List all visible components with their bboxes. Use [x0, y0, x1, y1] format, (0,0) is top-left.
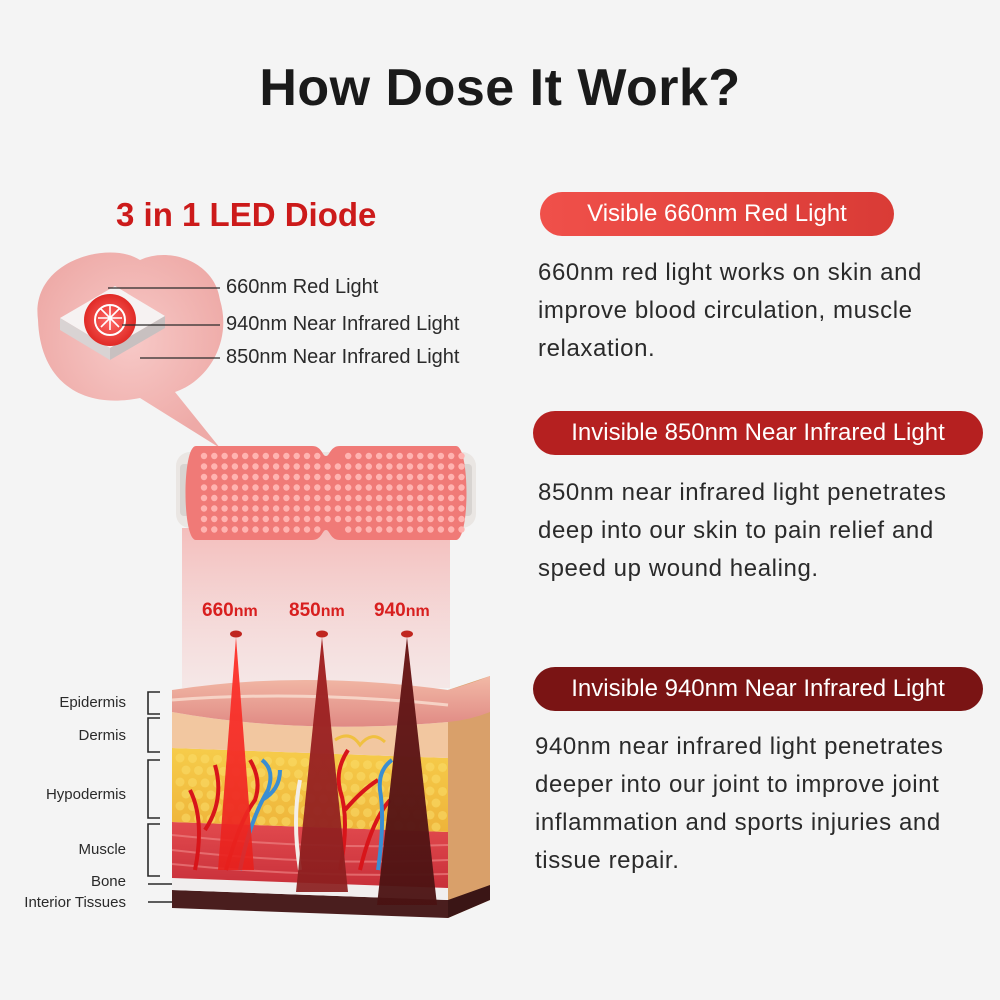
layer-label-dermis: Dermis [78, 727, 127, 744]
led-array [200, 452, 465, 533]
layer-label-muscle: Muscle [78, 841, 126, 858]
desc-660nm: 660nm red light works on skin and improv… [538, 259, 922, 362]
beam-label-850: 850nm [289, 600, 345, 621]
beam-660 [218, 637, 254, 870]
diode-label-660: 660nm Red Light [226, 276, 379, 298]
diode-subtitle: 3 in 1 LED Diode [116, 196, 377, 233]
beam-850 [296, 637, 348, 892]
layer-label-interior-tissues: Interior Tissues [24, 894, 126, 911]
pill-660nm: Visible 660nm Red Light [540, 192, 894, 236]
beam-label-660: 660nm [202, 600, 258, 621]
diode-bubble [37, 252, 224, 448]
beam-label-940: 940nm [374, 600, 430, 621]
layer-label-epidermis: Epidermis [59, 694, 126, 711]
pill-940nm: Invisible 940nm Near Infrared Light [533, 667, 983, 711]
emitter-850-icon [316, 630, 328, 638]
emitter-940-icon [401, 630, 413, 638]
beam-940 [377, 637, 437, 905]
layer-label-hypodermis: Hypodermis [45, 786, 126, 803]
diode-label-940: 940nm Near Infrared Light [226, 313, 460, 335]
desc-940nm: 940nm near infrared light penetrates dee… [535, 733, 944, 874]
light-beams [218, 630, 437, 905]
emitter-660-icon [230, 630, 242, 638]
pill-850nm: Invisible 850nm Near Infrared Light [533, 411, 983, 455]
page-title: How Dose It Work? [259, 59, 741, 117]
led-device [176, 446, 476, 540]
diode-label-850: 850nm Near Infrared Light [226, 346, 460, 368]
desc-850nm: 850nm near infrared light penetrates dee… [538, 479, 947, 582]
layer-brackets [147, 691, 172, 903]
layer-label-bone: Bone [90, 873, 126, 890]
